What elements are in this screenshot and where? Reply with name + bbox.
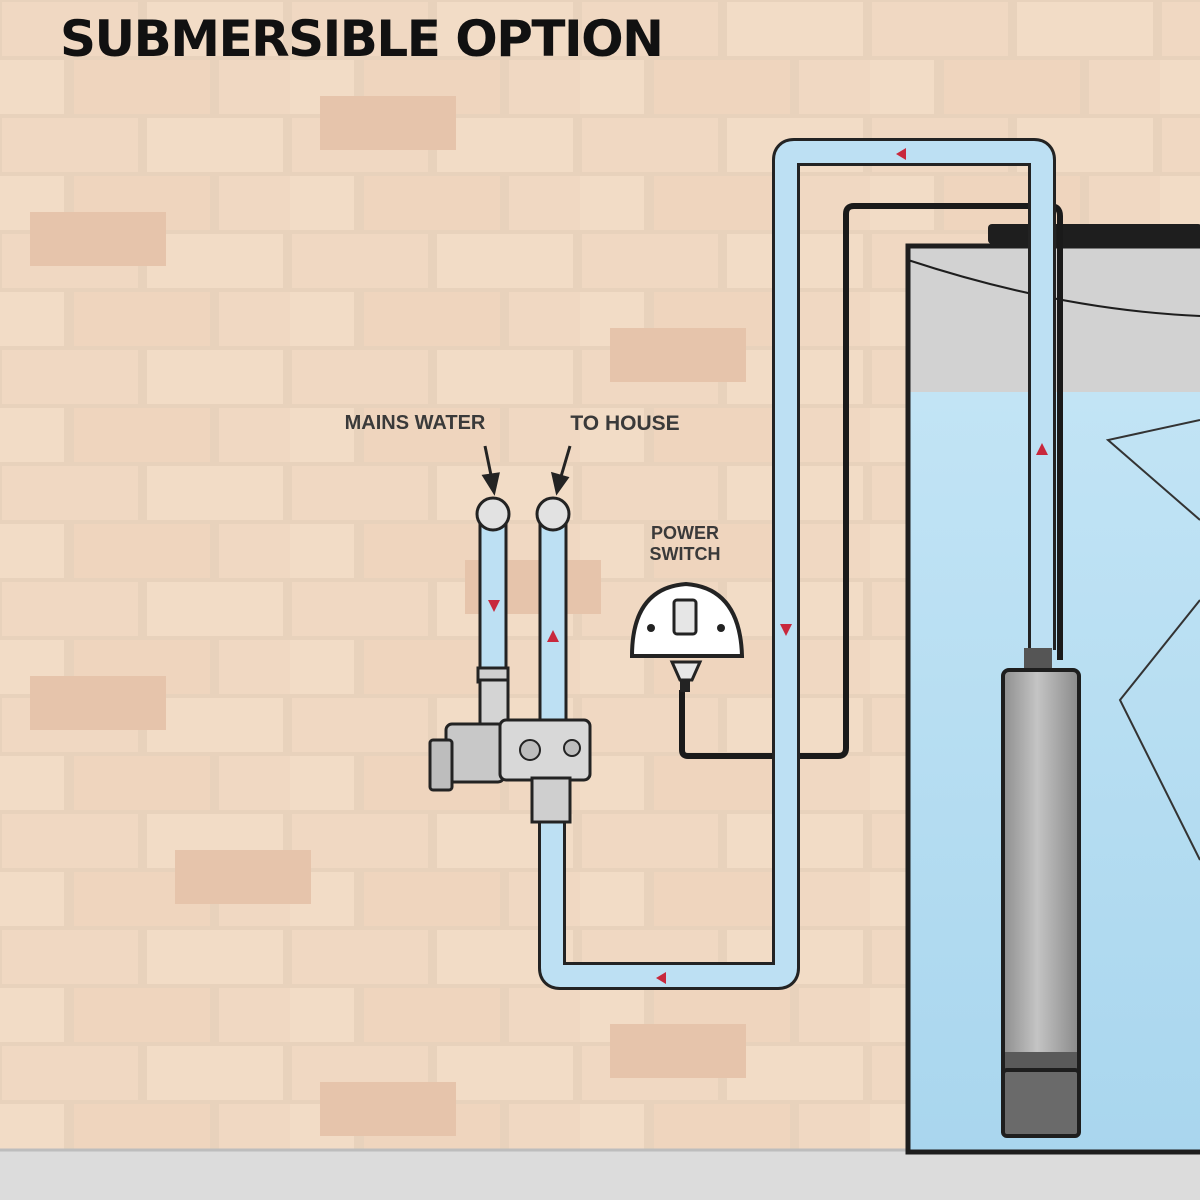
mains-water-pipe bbox=[475, 496, 511, 684]
pressure-controller bbox=[428, 678, 592, 824]
power-switch-label-line2: SWITCH bbox=[649, 543, 721, 564]
ground-slab bbox=[0, 1150, 1200, 1200]
power-switch-label-line1: POWER bbox=[650, 523, 719, 543]
flow-arrow-icon bbox=[780, 624, 792, 636]
to-house-pipe bbox=[535, 496, 571, 726]
to-house-label: TO HOUSE bbox=[570, 412, 680, 435]
flow-arrow-icon bbox=[896, 148, 906, 160]
flow-arrow-icon bbox=[656, 972, 666, 984]
flow-arrow-icons bbox=[488, 148, 1048, 984]
flow-arrow-icon bbox=[488, 600, 500, 612]
power-switch-label: POWER SWITCH bbox=[630, 523, 740, 564]
label-pointer-arrows bbox=[481, 445, 572, 496]
power-switch-icon bbox=[629, 581, 745, 692]
page-title: SUBMERSIBLE OPTION bbox=[60, 10, 664, 68]
flow-arrow-icon bbox=[547, 630, 559, 642]
brick-accents bbox=[30, 96, 746, 1136]
mains-water-label: MAINS WATER bbox=[344, 412, 486, 434]
submersible-pump bbox=[1001, 648, 1081, 1138]
tank-lid bbox=[988, 224, 1200, 244]
flow-arrow-icon bbox=[1036, 443, 1048, 455]
